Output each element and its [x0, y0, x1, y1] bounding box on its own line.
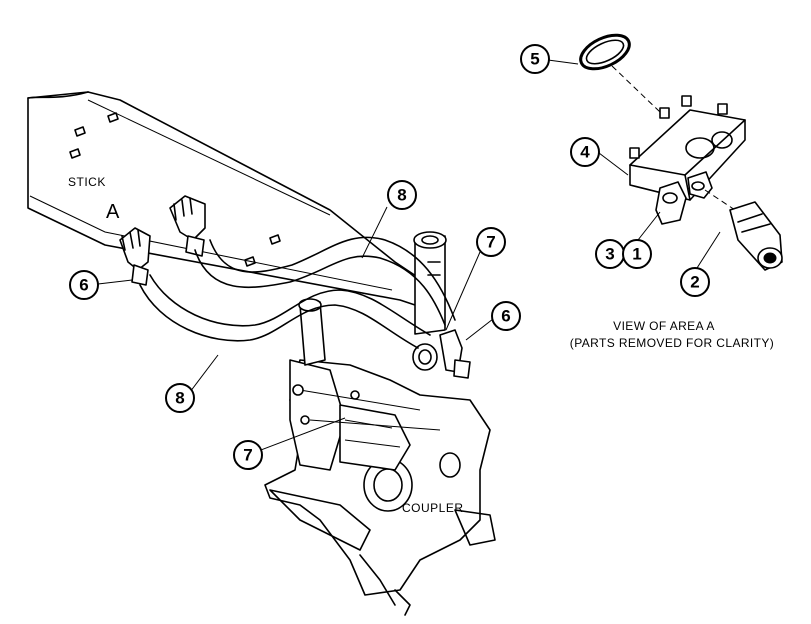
callout-8-upper: 8 — [387, 180, 417, 210]
callout-8-lower: 8 — [165, 383, 195, 413]
svg-text:5: 5 — [530, 50, 539, 69]
svg-text:6: 6 — [501, 307, 510, 326]
hydraulic-cylinder — [413, 231, 447, 335]
stick-label: STICK — [68, 175, 106, 189]
area-a-label: A — [106, 201, 120, 223]
svg-text:7: 7 — [486, 233, 495, 252]
callout-6-right: 6 — [491, 301, 521, 331]
stick-body — [27, 91, 441, 311]
o-ring-part — [579, 33, 631, 71]
area-a-exploded-view — [579, 33, 783, 271]
svg-text:8: 8 — [397, 186, 406, 205]
coupler-assembly — [264, 298, 496, 616]
svg-text:4: 4 — [580, 143, 590, 162]
callout-6-left: 6 — [69, 270, 99, 300]
callout-7-upper: 7 — [476, 227, 506, 257]
callout-4: 4 — [570, 137, 600, 167]
hose-lower — [139, 274, 431, 349]
caption-line-1: VIEW OF AREA A — [613, 319, 715, 333]
svg-text:7: 7 — [243, 446, 252, 465]
hose-upper — [194, 236, 456, 326]
callout-7-lower: 7 — [233, 440, 263, 470]
svg-text:8: 8 — [175, 389, 184, 408]
caption-line-2: (PARTS REMOVED FOR CLARITY) — [570, 336, 774, 350]
leader-lines — [97, 59, 721, 454]
svg-text:2: 2 — [690, 273, 699, 292]
coupler-label: COUPLER — [402, 501, 464, 515]
callout-1: 1 — [622, 239, 652, 269]
callout-5: 5 — [520, 44, 550, 74]
flange-block-part — [629, 109, 746, 201]
fitting-left — [119, 227, 151, 286]
callout-3: 3 — [595, 239, 625, 269]
fitting-right — [439, 329, 471, 379]
fitting-mid — [169, 195, 206, 257]
callout-2: 2 — [680, 267, 710, 297]
svg-text:1: 1 — [632, 245, 641, 264]
svg-text:3: 3 — [605, 245, 614, 264]
svg-text:6: 6 — [79, 276, 88, 295]
